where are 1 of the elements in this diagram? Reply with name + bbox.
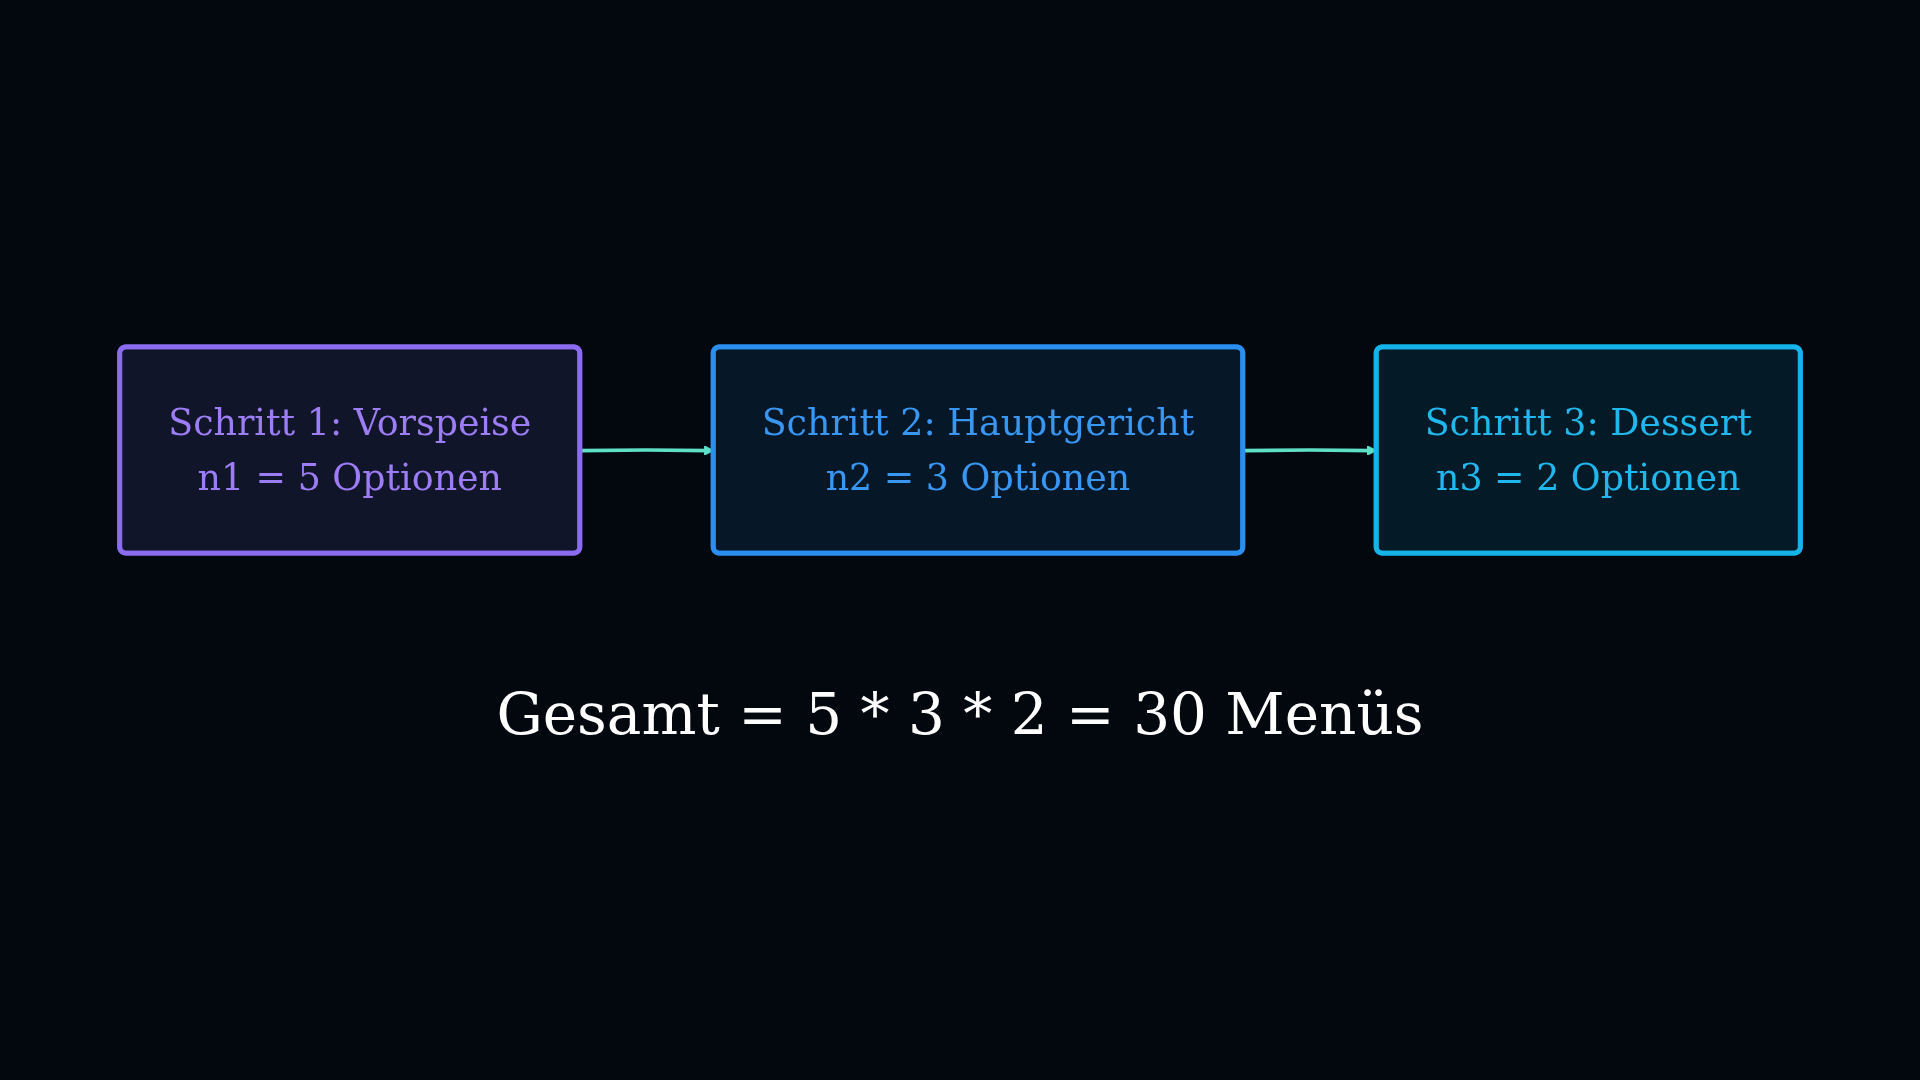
formula-text: Gesamt = 5 * 3 * 2 = 30 Menüs (496, 680, 1424, 750)
